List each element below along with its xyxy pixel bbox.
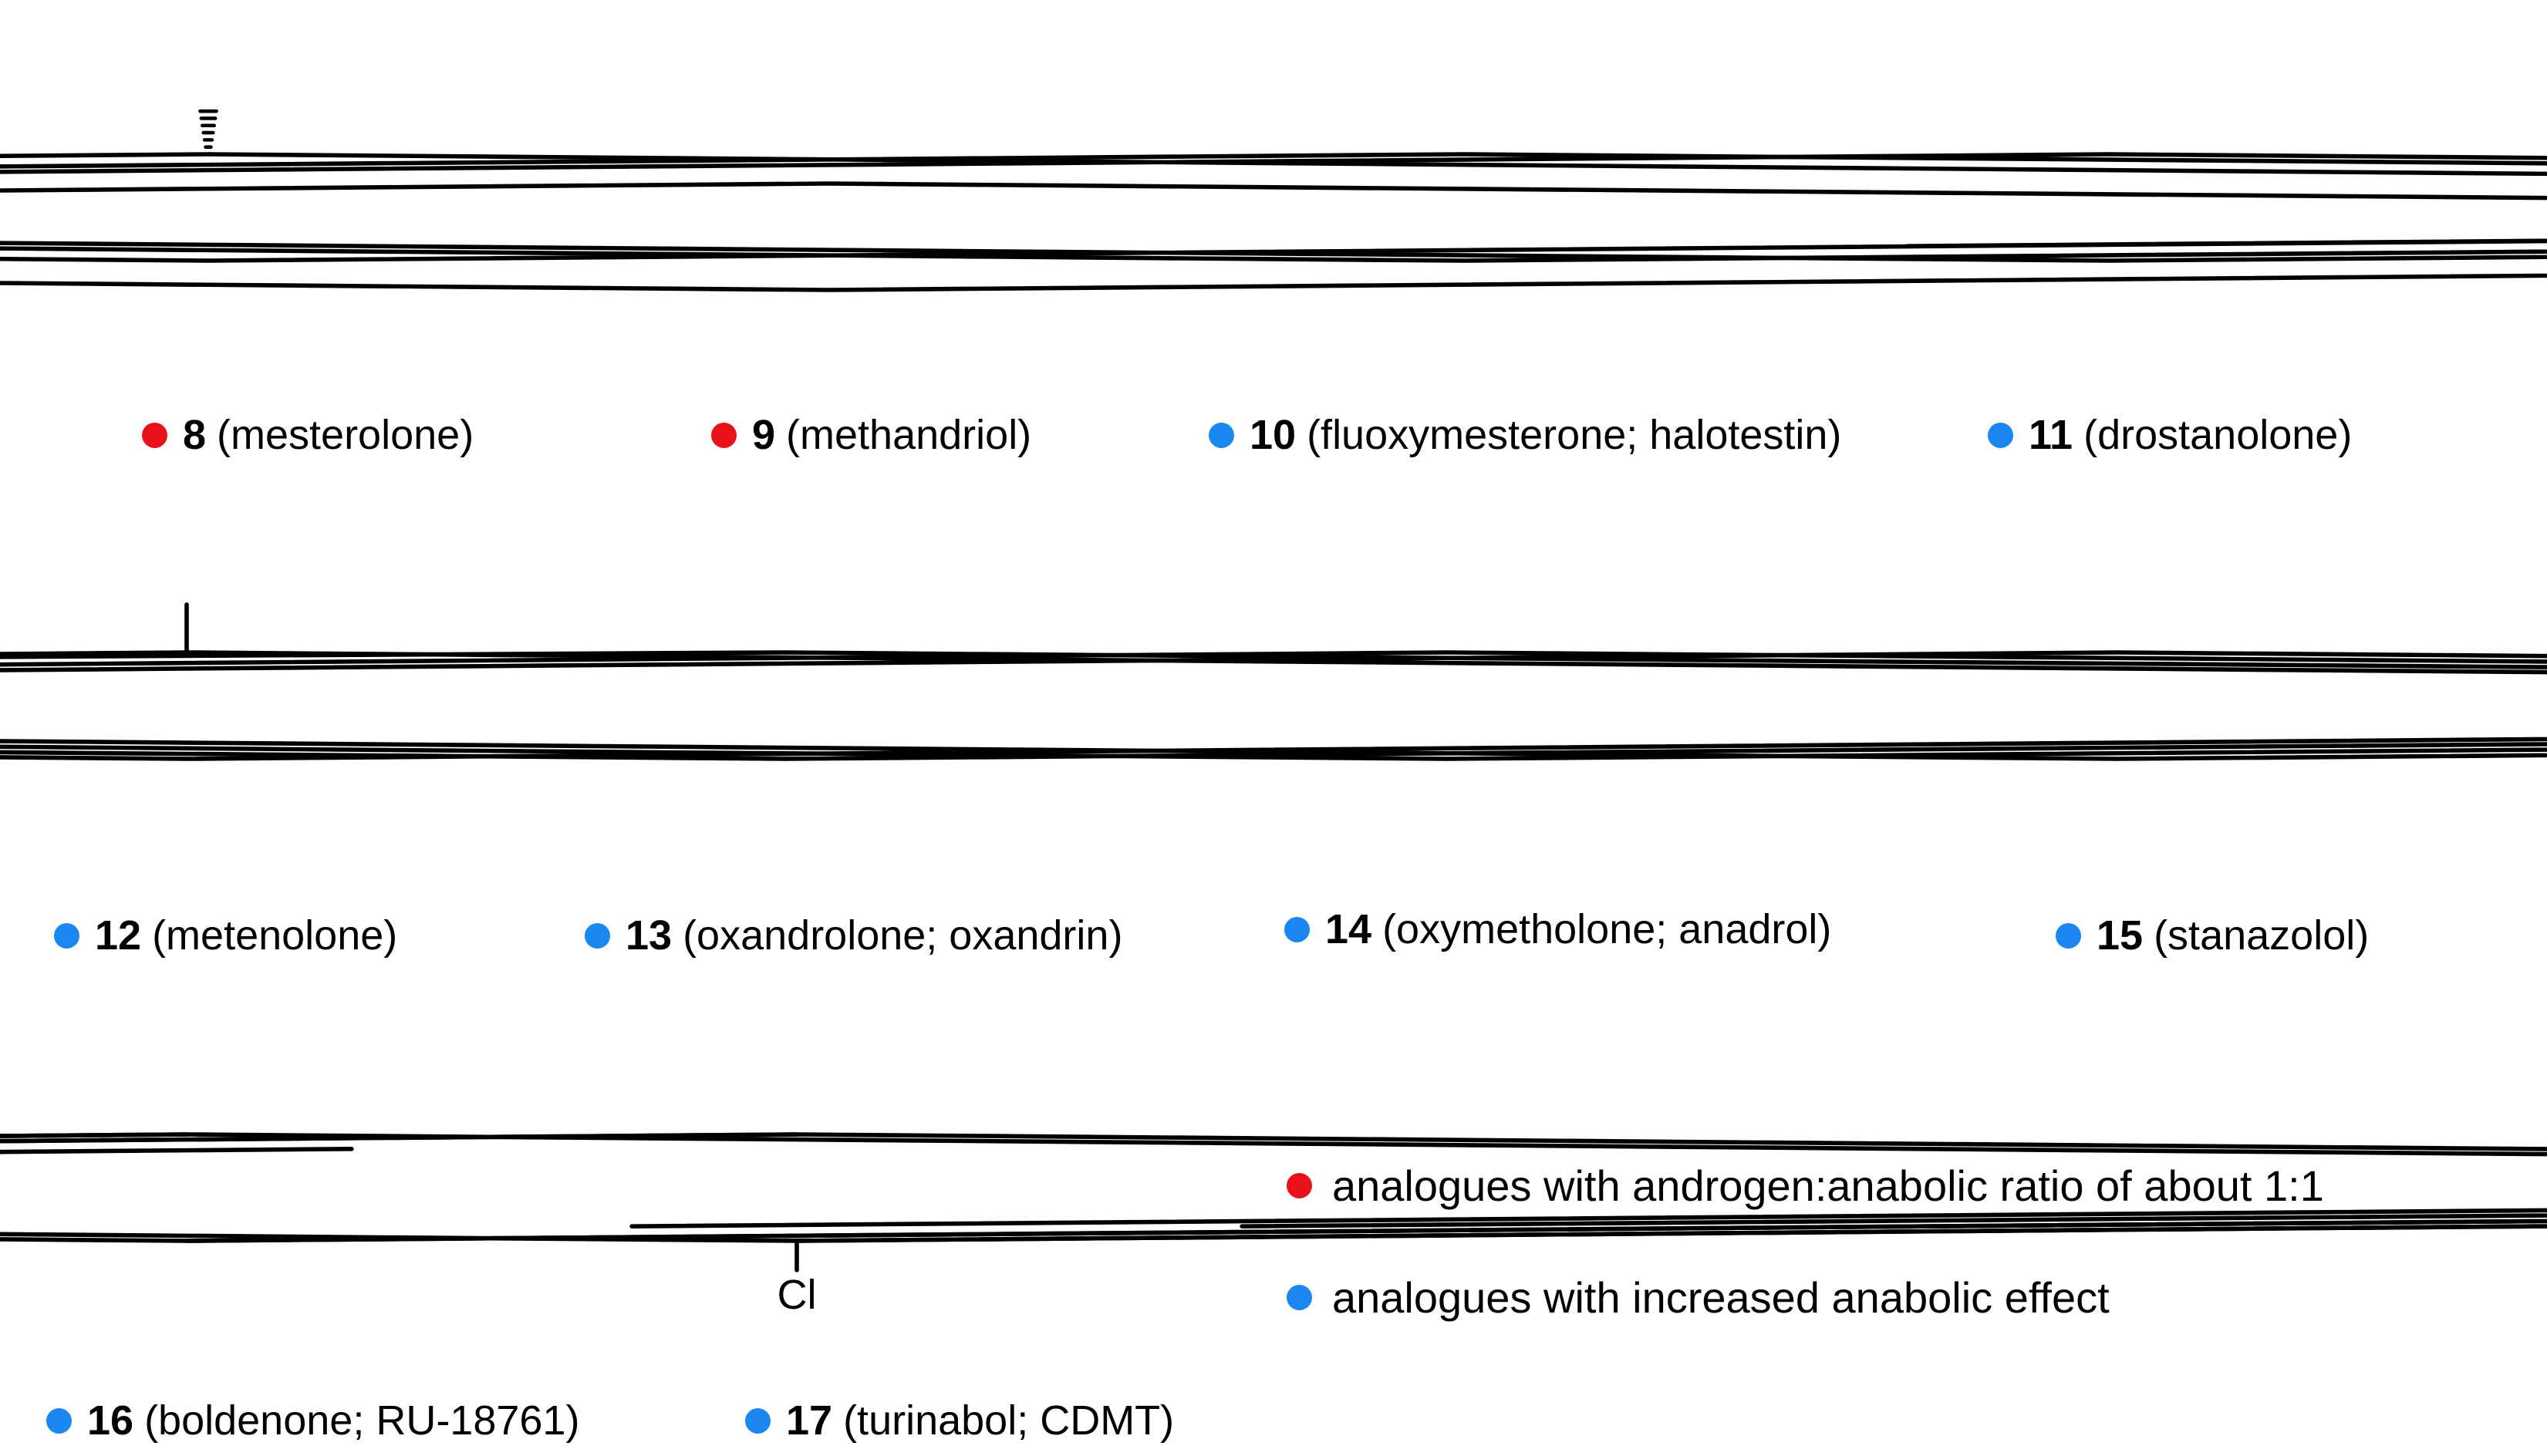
- compound-name: (oxandrolone; oxandrin): [683, 912, 1123, 959]
- legend-dot: [1287, 1285, 1312, 1310]
- bond-line: [0, 281, 832, 292]
- bond-lines: [0, 181, 2547, 292]
- methyl-hash-1: [198, 109, 218, 149]
- compound-number: 10: [1250, 412, 1297, 458]
- structure-compound-13: OHHHHHOO: [0, 650, 2547, 761]
- double-bond-inner: [0, 1147, 354, 1154]
- category-dot: [1209, 422, 1234, 448]
- category-dot: [46, 1407, 72, 1434]
- bond-line: [783, 650, 2547, 669]
- legend-label: analogues with androgen:anabolic ratio o…: [1332, 1161, 2324, 1210]
- caption-compound-17: 17 (turinabol; CDMT): [745, 1400, 1174, 1441]
- compound-number: 13: [626, 912, 673, 959]
- caption-compound-13: 13 (oxandrolone; oxandrin): [585, 915, 1122, 956]
- structure-compound-11: OHHHHHO: [0, 152, 2547, 263]
- bond-line: [0, 739, 2119, 761]
- category-dot: [745, 1407, 771, 1434]
- bond-line: [0, 152, 2111, 174]
- caption-compound-11: 11 (drostanolone): [1988, 414, 2352, 456]
- compound-name: (oxymetholone; anadrol): [1382, 906, 1832, 952]
- category-dot: [1988, 422, 2013, 448]
- bond-line: [1460, 152, 2547, 166]
- compound-number: 8: [183, 412, 207, 458]
- double-bond-inner: [629, 1208, 2547, 1228]
- caption-compound-15: 15 (stanazolol): [2056, 915, 2369, 956]
- bond-line: [794, 1132, 2547, 1151]
- bond-lines: [0, 152, 2547, 263]
- bond-line: [0, 241, 2111, 263]
- compound-number: 16: [87, 1397, 134, 1444]
- category-dot: [2056, 922, 2081, 949]
- bond-line: [184, 1132, 2547, 1157]
- bond-line: [794, 1224, 2547, 1243]
- structure-compound-16: OHHHHO: [0, 1132, 2547, 1243]
- caption-compound-14: 14 (oxymetholone; anadrol): [1284, 908, 1831, 950]
- legend-dot: [1287, 1173, 1312, 1198]
- compound-name: (turinabol; CDMT): [843, 1397, 1175, 1444]
- bond-lines: [0, 650, 2547, 761]
- bond-line: [0, 650, 788, 659]
- category-dot: [54, 922, 79, 949]
- compound-name: (mesterolone): [217, 412, 474, 458]
- bond-line: [0, 181, 832, 193]
- compound-number: 14: [1325, 906, 1372, 952]
- bond-line: [1445, 650, 2547, 664]
- compound-number: 17: [786, 1397, 833, 1444]
- caption-compound-16: 16 (boldenone; RU-18761): [46, 1400, 579, 1441]
- structure-compound-10: OHHHOFHO: [0, 152, 2547, 263]
- legend-item-androgen-ratio: analogues with androgen:anabolic ratio o…: [1287, 1161, 2324, 1211]
- compound-name: (methandriol): [786, 412, 1032, 458]
- legend-item-anabolic-effect: analogues with increased anabolic effect: [1287, 1272, 2110, 1323]
- compound-name: (stanazolol): [2154, 912, 2370, 959]
- compound-name: (drostanolone): [2083, 412, 2353, 458]
- bond-line: [827, 273, 2547, 292]
- legend-label: analogues with increased anabolic effect: [1332, 1273, 2110, 1322]
- structure-compound-15: OHHHHHHNN: [0, 650, 2547, 761]
- bond-lines: [0, 1132, 2547, 1243]
- bond-lines: [0, 650, 2547, 761]
- bond-lines: [0, 152, 2547, 263]
- caption-compound-12: 12 (metenolone): [54, 915, 397, 956]
- category-dot: [711, 422, 737, 448]
- double-bond-inner: [1905, 238, 2547, 248]
- bond-line: [0, 650, 2119, 672]
- structure-compound-14: OHHHHHOHO: [0, 650, 2547, 761]
- caption-compound-9: 9 (methandriol): [711, 414, 1031, 456]
- bond-line: [1445, 747, 2547, 761]
- bond-line: [0, 246, 1465, 263]
- structure-compound-9: OHHHHHO: [0, 181, 2547, 292]
- bond-lines: [0, 650, 2547, 761]
- bond-lines: [0, 1132, 2547, 1272]
- chlorine-label-4: Cl: [778, 1272, 817, 1318]
- bond-line: [0, 152, 1465, 169]
- compound-number: 15: [2097, 912, 2144, 959]
- caption-compound-10: 10 (fluoxymesterone; halotestin): [1209, 414, 1841, 456]
- compound-name: (fluoxymesterone; halotestin): [1307, 412, 1842, 458]
- bond-line: [0, 1232, 799, 1243]
- double-bond-4-5: [1460, 249, 2547, 263]
- category-dot: [1284, 916, 1310, 942]
- compound-number: 11: [2029, 412, 2073, 458]
- caption-compound-8: 8 (mesterolone): [142, 414, 474, 456]
- compound-name: (boldenone; RU-18761): [144, 1397, 580, 1444]
- double-bond-inner: [1240, 1213, 2547, 1228]
- compound-name: (metenolone): [152, 912, 398, 959]
- bond-line: [0, 750, 788, 761]
- compound-number: 12: [95, 912, 142, 959]
- bond-line: [827, 181, 2547, 201]
- double-bond-1-2: [0, 1132, 799, 1144]
- bond-line: [0, 650, 1449, 667]
- bond-line: [0, 744, 1449, 761]
- category-dot: [142, 422, 167, 448]
- compound-number: 9: [752, 412, 776, 458]
- bond-line: [783, 742, 2547, 761]
- bond-line: [184, 1218, 2547, 1243]
- structure-compound-17: OHHHHO Cl: [0, 1132, 2547, 1318]
- category-dot: [585, 922, 610, 949]
